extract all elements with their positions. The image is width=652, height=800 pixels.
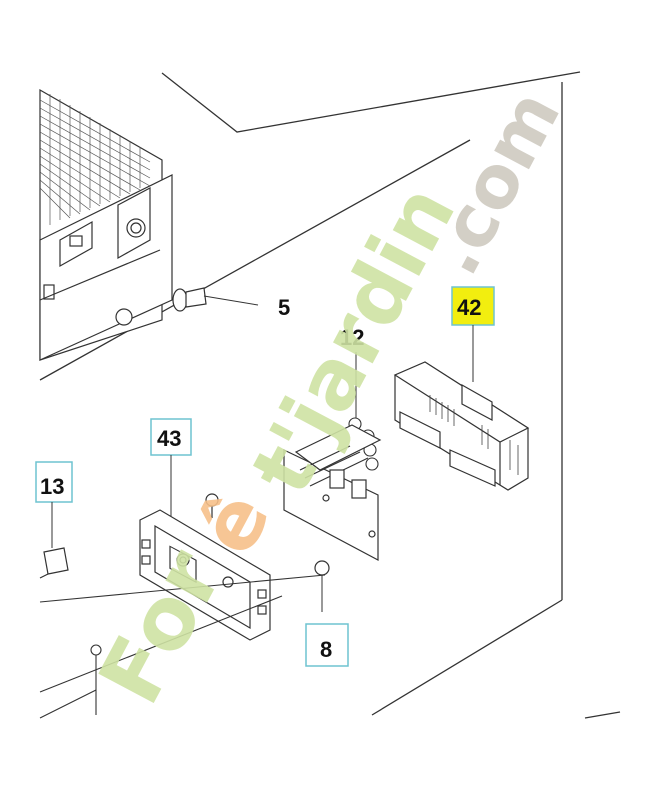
callout-5: 5 [278, 295, 290, 320]
cooling-fins [39, 94, 151, 225]
watermark-part-4: .com [411, 77, 576, 288]
callout-13: 13 [40, 474, 64, 499]
callout-8: 8 [320, 637, 332, 662]
housing-assembly [39, 88, 173, 361]
small-washer [90, 644, 102, 715]
callout-13-box [35, 461, 73, 503]
callout-12: 12 [340, 325, 364, 350]
frame-lines [39, 71, 621, 719]
callout-8-box [305, 623, 349, 667]
part-13-bolt [39, 547, 69, 579]
callout-43: 43 [157, 426, 181, 451]
circuit-board [283, 424, 382, 561]
part-42-module [393, 361, 530, 491]
callout-42-box [451, 286, 495, 326]
callout-42: 42 [457, 295, 481, 320]
lower-lines [39, 574, 326, 719]
part-8-screw [314, 560, 330, 612]
part-5-screw [172, 287, 259, 312]
